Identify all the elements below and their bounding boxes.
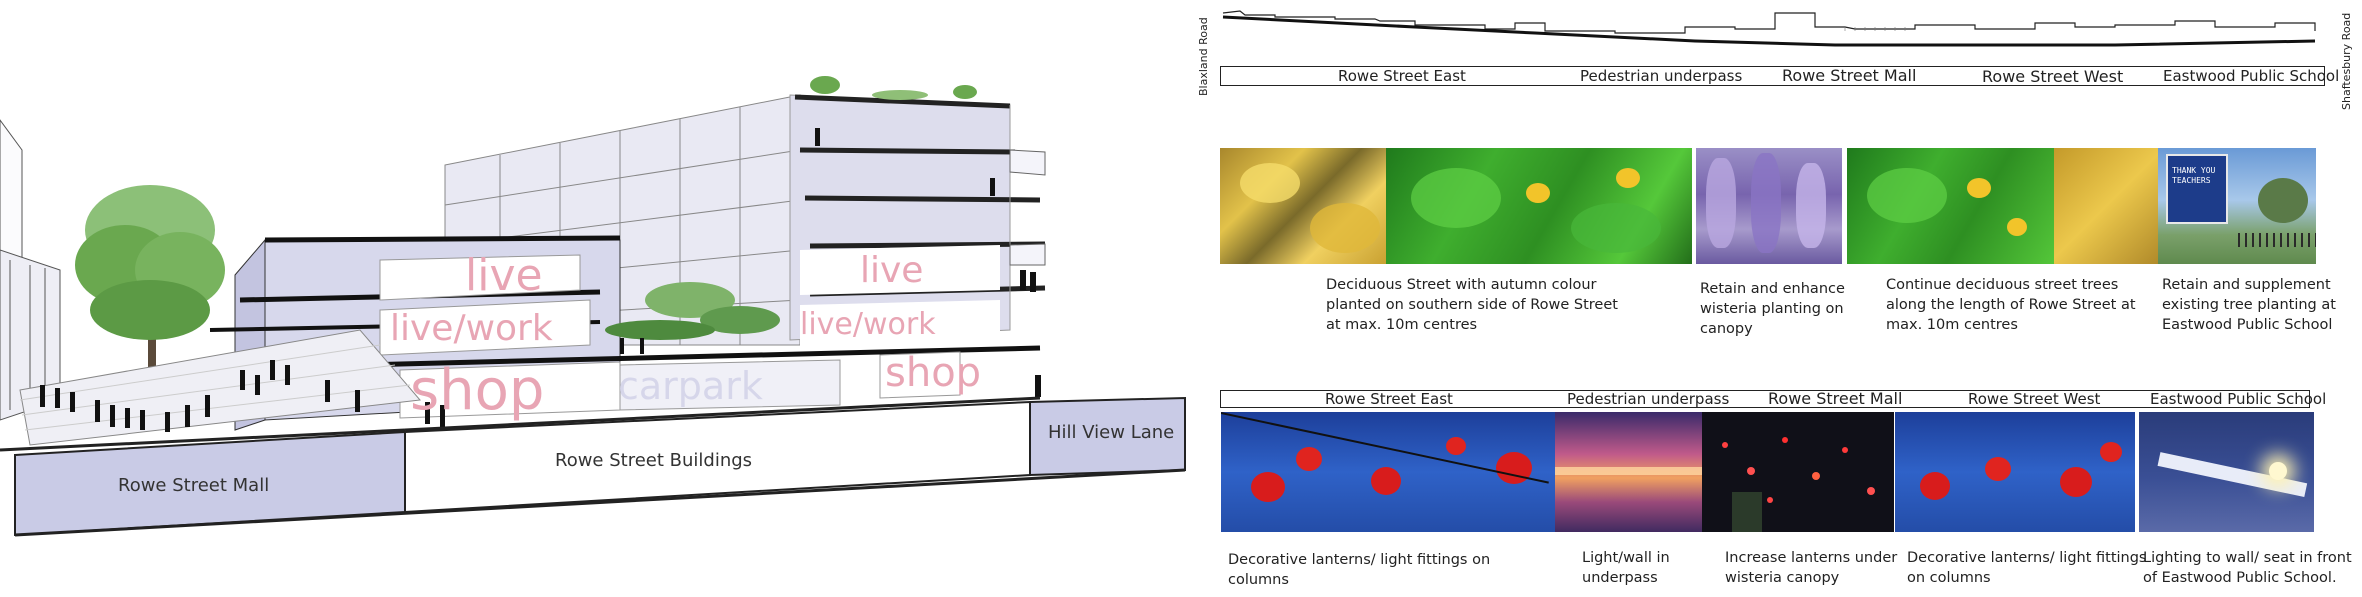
wall-seat-lighting-photo bbox=[2139, 412, 2314, 532]
sign-carpark: carpark bbox=[618, 364, 763, 408]
lighting-segment-mall: Rowe Street Mall bbox=[1768, 389, 1903, 408]
lighting-segment-rowe-east: Rowe Street East bbox=[1325, 390, 1453, 408]
lighting-segment-bar bbox=[1220, 390, 2310, 408]
school-sign-text: THANK YOU TEACHERS bbox=[2172, 166, 2216, 185]
ground-band bbox=[0, 396, 1186, 537]
street-elevation-profile bbox=[1222, 10, 2316, 47]
profile-segment-mall: Rowe Street Mall bbox=[1782, 66, 1917, 85]
pedestrians bbox=[40, 128, 1041, 432]
building-section-drawing bbox=[0, 76, 1186, 537]
mall-label: Rowe Street Mall bbox=[118, 475, 270, 496]
right-road-label: Shaftesbury Road bbox=[2340, 12, 2353, 110]
planting-caption-autumn: Deciduous Street with autumn colour plan… bbox=[1326, 277, 1618, 333]
school-sign-photo: THANK YOU TEACHERS bbox=[2158, 148, 2316, 264]
podium-garden bbox=[605, 282, 780, 340]
autumn-leaves-photo bbox=[1220, 148, 1388, 264]
mall-street-tree bbox=[75, 185, 225, 395]
left-edge-building bbox=[0, 119, 61, 421]
profile-segment-bar bbox=[1220, 66, 2325, 86]
lighting-caption-rowe-west: Decorative lanterns/ light fittings on c… bbox=[1907, 550, 2147, 586]
sign-shop: shop bbox=[410, 358, 545, 423]
profile-segment-rowe-west: Rowe Street West bbox=[1982, 67, 2124, 86]
lighting-caption-underpass: Light/wall in underpass bbox=[1582, 550, 1670, 586]
lanterns-night-photo bbox=[1702, 412, 1894, 532]
planting-caption-school: Retain and supplement existing tree plan… bbox=[2162, 277, 2336, 333]
lighting-segment-underpass: Pedestrian underpass bbox=[1567, 390, 1730, 408]
lighting-caption-school: Lighting to wall/ seat in front of Eastw… bbox=[2143, 550, 2352, 586]
buildings-label: Rowe Street Buildings bbox=[555, 450, 753, 471]
lighting-caption-wisteria: Increase lanterns under wisteria canopy bbox=[1725, 550, 1898, 586]
wisteria-photo bbox=[1696, 148, 1842, 264]
lighting-segment-school: Eastwood Public School bbox=[2150, 390, 2327, 408]
green-tree-leaves-photo-2 bbox=[1847, 148, 2057, 264]
sign-live-work: live/work bbox=[390, 308, 553, 349]
roof-garden bbox=[810, 76, 977, 100]
lane-label: Hill View Lane bbox=[1048, 422, 1175, 443]
left-road-label: Blaxland Road bbox=[1197, 17, 1210, 96]
underpass-light-photo bbox=[1555, 412, 1702, 532]
profile-segment-rowe-east: Rowe Street East bbox=[1338, 67, 1466, 85]
planting-caption-wisteria: Retain and enhance wisteria planting on … bbox=[1700, 281, 1845, 337]
planting-caption-continue: Continue deciduous street trees along th… bbox=[1886, 277, 2136, 333]
lighting-caption-rowe-east: Decorative lanterns/ light fittings on c… bbox=[1228, 552, 1491, 588]
sign-shop-right: shop bbox=[885, 350, 982, 396]
mall-ground bbox=[19, 329, 421, 446]
sign-live-upper: live bbox=[465, 250, 543, 301]
green-tree-leaves-photo bbox=[1386, 148, 1692, 264]
lighting-segment-rowe-west: Rowe Street West bbox=[1968, 390, 2101, 408]
sign-live-right: live bbox=[860, 250, 924, 291]
red-lanterns-photo bbox=[1221, 412, 1556, 532]
sign-live-work-right: live/work bbox=[800, 307, 936, 342]
profile-segment-school: Eastwood Public School bbox=[2163, 67, 2340, 85]
profile-segment-underpass: Pedestrian underpass bbox=[1580, 67, 1743, 85]
red-lanterns-photo-2 bbox=[1895, 412, 2135, 532]
autumn-leaves-photo-2 bbox=[2054, 148, 2158, 264]
